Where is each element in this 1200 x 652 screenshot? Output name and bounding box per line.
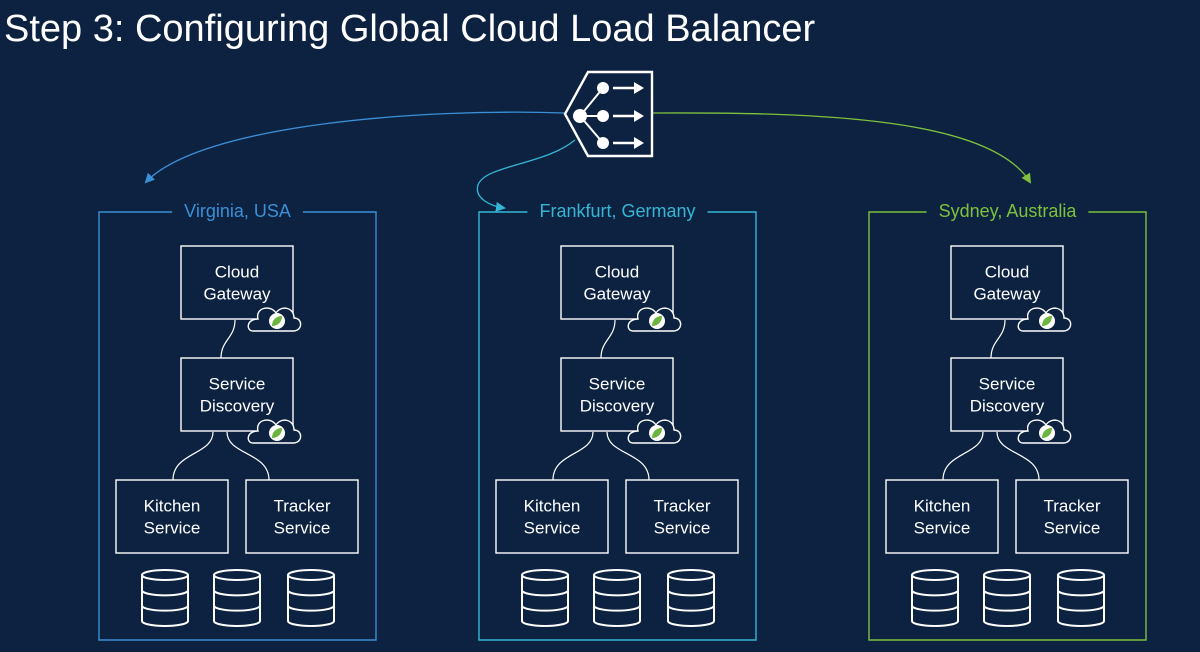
service-discovery-node-label-line: Discovery xyxy=(200,397,275,416)
kitchen-service-node-label-line: Kitchen xyxy=(144,497,201,516)
cloud-gateway-node-label-line: Gateway xyxy=(583,285,651,304)
spring-cloud-icon xyxy=(627,419,682,444)
connector-line xyxy=(226,431,270,481)
cloud-gateway-node-label-line: Gateway xyxy=(203,285,271,304)
tracker-service-node-label-line: Service xyxy=(1044,519,1101,538)
spring-cloud-icon xyxy=(1017,419,1072,444)
tracker-service-node-label-line: Tracker xyxy=(1044,497,1101,516)
connector-line xyxy=(990,319,1006,359)
connector-line xyxy=(172,431,214,481)
cloud-gateway-node-label-line: Cloud xyxy=(595,263,639,282)
cloud-gateway-node-label-line: Cloud xyxy=(215,263,259,282)
regions-layer: Virginia, USACloudGatewayServiceDiscover… xyxy=(98,201,1147,641)
database-icon xyxy=(141,569,189,627)
database-icon xyxy=(287,569,335,627)
database-icon xyxy=(1057,569,1105,627)
spring-cloud-icon xyxy=(247,419,302,444)
region-label: Frankfurt, Germany xyxy=(539,201,695,221)
connector-line xyxy=(942,431,984,481)
service-discovery-node-label-line: Service xyxy=(209,375,266,394)
route-to-sydney xyxy=(652,112,1032,184)
tracker-service-node-label-line: Tracker xyxy=(654,497,711,516)
region-frankfurt: Frankfurt, GermanyCloudGatewayServiceDis… xyxy=(478,201,757,641)
connector-line xyxy=(606,431,650,481)
connector-line xyxy=(600,319,616,359)
database-icon xyxy=(521,569,569,627)
kitchen-service-node-label-line: Service xyxy=(914,519,971,538)
connector-line xyxy=(996,431,1040,481)
tracker-service-node-label-line: Service xyxy=(274,519,331,538)
service-discovery-node-label-line: Discovery xyxy=(970,397,1045,416)
page-title: Step 3: Configuring Global Cloud Load Ba… xyxy=(4,8,816,50)
kitchen-service-node-label-line: Service xyxy=(524,519,581,538)
region-virginia: Virginia, USACloudGatewayServiceDiscover… xyxy=(98,201,377,641)
region-label: Sydney, Australia xyxy=(939,201,1078,221)
database-icon xyxy=(667,569,715,627)
region-frame xyxy=(98,211,377,641)
connector-line xyxy=(552,431,594,481)
region-frame xyxy=(868,211,1147,641)
database-icon xyxy=(911,569,959,627)
kitchen-service-node-label-line: Kitchen xyxy=(524,497,581,516)
load-balancer-icon xyxy=(563,70,654,158)
tracker-service-node-label-line: Tracker xyxy=(274,497,331,516)
region-frame xyxy=(478,211,757,641)
region-label: Virginia, USA xyxy=(184,201,291,221)
service-discovery-node-label-line: Service xyxy=(979,375,1036,394)
database-icon xyxy=(983,569,1031,627)
cloud-gateway-node-label-line: Gateway xyxy=(973,285,1041,304)
route-to-frankfurt xyxy=(476,139,576,212)
region-sydney: Sydney, AustraliaCloudGatewayServiceDisc… xyxy=(868,201,1147,641)
cloud-gateway-node-label-line: Cloud xyxy=(985,263,1029,282)
kitchen-service-node-label-line: Kitchen xyxy=(914,497,971,516)
database-icon xyxy=(593,569,641,627)
route-to-virginia xyxy=(144,111,566,184)
spring-cloud-icon xyxy=(247,307,302,332)
connector-line xyxy=(220,319,236,359)
tracker-service-node-label-line: Service xyxy=(654,519,711,538)
service-discovery-node-label-line: Service xyxy=(589,375,646,394)
kitchen-service-node-label-line: Service xyxy=(144,519,201,538)
spring-cloud-icon xyxy=(627,307,682,332)
service-discovery-node-label-line: Discovery xyxy=(580,397,655,416)
database-icon xyxy=(213,569,261,627)
spring-cloud-icon xyxy=(1017,307,1072,332)
